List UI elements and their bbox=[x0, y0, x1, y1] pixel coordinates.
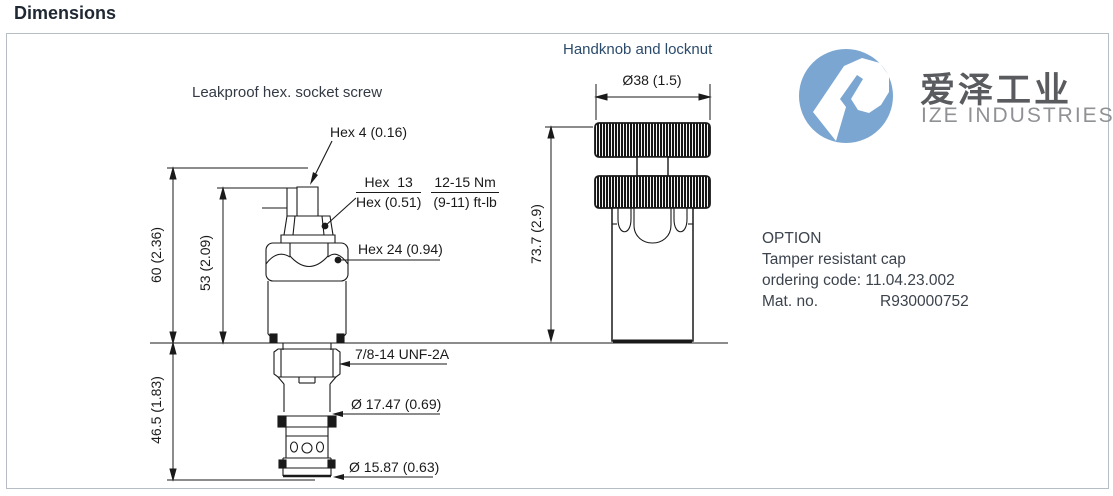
dim-adjust-height: 53 (2.09) bbox=[197, 234, 213, 292]
torque-metric: 12-15 Nm bbox=[431, 174, 499, 193]
logo-english-text: IZE INDUSTRIES bbox=[921, 104, 1113, 127]
callout-diameter-15: Ø 15.87 (0.63) bbox=[349, 459, 440, 475]
option-mat-no-row: Mat. no. R930000752 bbox=[762, 291, 969, 312]
ize-logo-icon bbox=[799, 49, 893, 143]
callout-hex13-torque: Hex 13 Hex (0.51) 12-15 Nm (9-11) ft-lb bbox=[356, 174, 499, 210]
left-leader-lines bbox=[310, 140, 447, 480]
right-dimension-lines bbox=[545, 84, 712, 343]
right-valve-drawing bbox=[594, 122, 711, 343]
dim-total-height: 60 (2.36) bbox=[148, 226, 164, 284]
dim-knob-diameter: Ø38 (1.5) bbox=[622, 72, 682, 88]
hex13-fraction: Hex 13 Hex (0.51) bbox=[356, 174, 422, 210]
right-drawing-title: Handknob and locknut bbox=[563, 41, 713, 58]
callout-hex24: Hex 24 (0.94) bbox=[358, 241, 443, 257]
callout-diameter-17: Ø 17.47 (0.69) bbox=[351, 396, 442, 412]
hex13-inch: Hex (0.51) bbox=[356, 194, 422, 210]
callout-hex4: Hex 4 (0.16) bbox=[330, 124, 408, 140]
page-title: Dimensions bbox=[14, 3, 117, 23]
logo-chinese-text: 爱泽工业 bbox=[920, 71, 1073, 110]
mat-no-value: R930000752 bbox=[880, 293, 969, 310]
option-heading: OPTION bbox=[762, 230, 822, 247]
dim-handknob-height: 73.7 (2.9) bbox=[528, 204, 544, 264]
left-drawing-title: Leakproof hex. socket screw bbox=[192, 84, 383, 101]
mat-no-label: Mat. no. bbox=[762, 293, 818, 310]
ordering-code-label: ordering code: bbox=[762, 272, 862, 289]
torque-fraction: 12-15 Nm (9-11) ft-lb bbox=[431, 174, 499, 210]
callout-thread: 7/8-14 UNF-2A bbox=[355, 346, 450, 362]
dim-cartridge-depth: 46.5 (1.83) bbox=[148, 376, 164, 444]
hex13-metric: Hex 13 bbox=[356, 174, 422, 193]
figure-frame bbox=[6, 33, 1109, 489]
ordering-code-value: 11.04.23.002 bbox=[865, 272, 955, 289]
option-description: Tamper resistant cap bbox=[762, 251, 906, 268]
torque-imperial: (9-11) ft-lb bbox=[433, 194, 497, 210]
left-valve-drawing bbox=[150, 167, 728, 481]
left-dimension-lines bbox=[169, 166, 227, 482]
option-block: OPTION Tamper resistant cap ordering cod… bbox=[762, 228, 969, 312]
option-ordering-code-row: ordering code: 11.04.23.002 bbox=[762, 270, 969, 291]
